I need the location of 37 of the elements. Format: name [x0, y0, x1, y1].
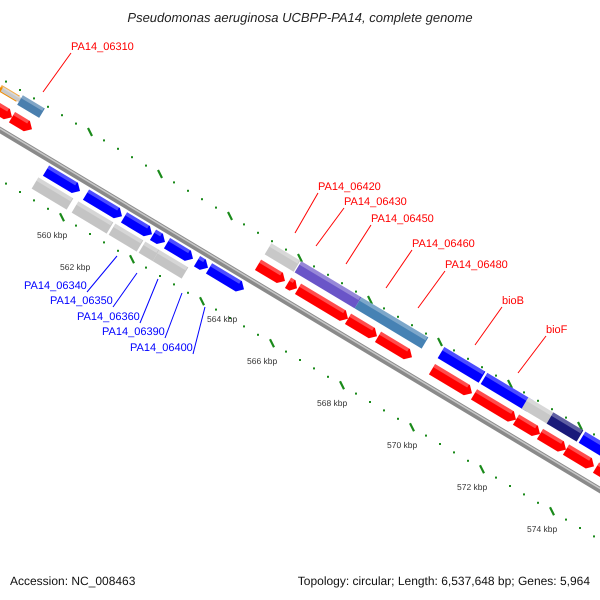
gene-label: PA14_06350	[50, 295, 113, 307]
accession-text: Accession: NC_008463	[10, 574, 136, 588]
leader-line	[346, 224, 372, 264]
leader-line	[418, 270, 446, 308]
leader-line	[192, 306, 206, 354]
gene-label: PA14_06360	[77, 311, 140, 323]
scale-label: 564 kbp	[207, 314, 238, 324]
gene-label: PA14_06430	[344, 196, 407, 208]
leader-line	[164, 292, 182, 338]
gene-label: PA14_06460	[412, 238, 475, 250]
leader-line	[140, 278, 158, 324]
scale-label: 572 kbp	[457, 482, 488, 492]
gene-label: PA14_06340	[24, 280, 87, 292]
leader-line	[42, 52, 72, 92]
gene-label: PA14_06400	[130, 342, 193, 354]
gene-label: PA14_06390	[102, 326, 165, 338]
gene-label: bioB	[502, 295, 524, 307]
leader-line	[518, 336, 546, 374]
gene-label: PA14_06420	[318, 181, 381, 193]
gene-label: PA14_06310	[71, 41, 134, 53]
title: Pseudomonas aeruginosa UCBPP-PA14, complete genome	[126, 10, 474, 25]
scale-label: 574 kbp	[527, 524, 558, 534]
scale-label: 562 kbp	[60, 262, 90, 272]
scale-label: 570 kbp	[387, 440, 418, 450]
scale-label: 568 kbp	[317, 398, 348, 408]
gene-label: bioF	[546, 324, 568, 336]
leader-line	[316, 208, 344, 246]
leader-line	[294, 192, 318, 234]
genome-info-text: Topology: circular; Length: 6,537,648 bp; Genes: 5,964	[298, 574, 590, 588]
scale-label: 566 kbp	[247, 356, 278, 366]
gene-label: PA14_06450	[371, 213, 434, 225]
gene-label: PA14_06480	[445, 259, 508, 271]
leader-line	[112, 272, 138, 308]
leader-line	[86, 256, 118, 292]
scale-label: 560 kbp	[37, 230, 68, 240]
leader-line	[386, 250, 412, 288]
leader-line	[474, 306, 502, 346]
